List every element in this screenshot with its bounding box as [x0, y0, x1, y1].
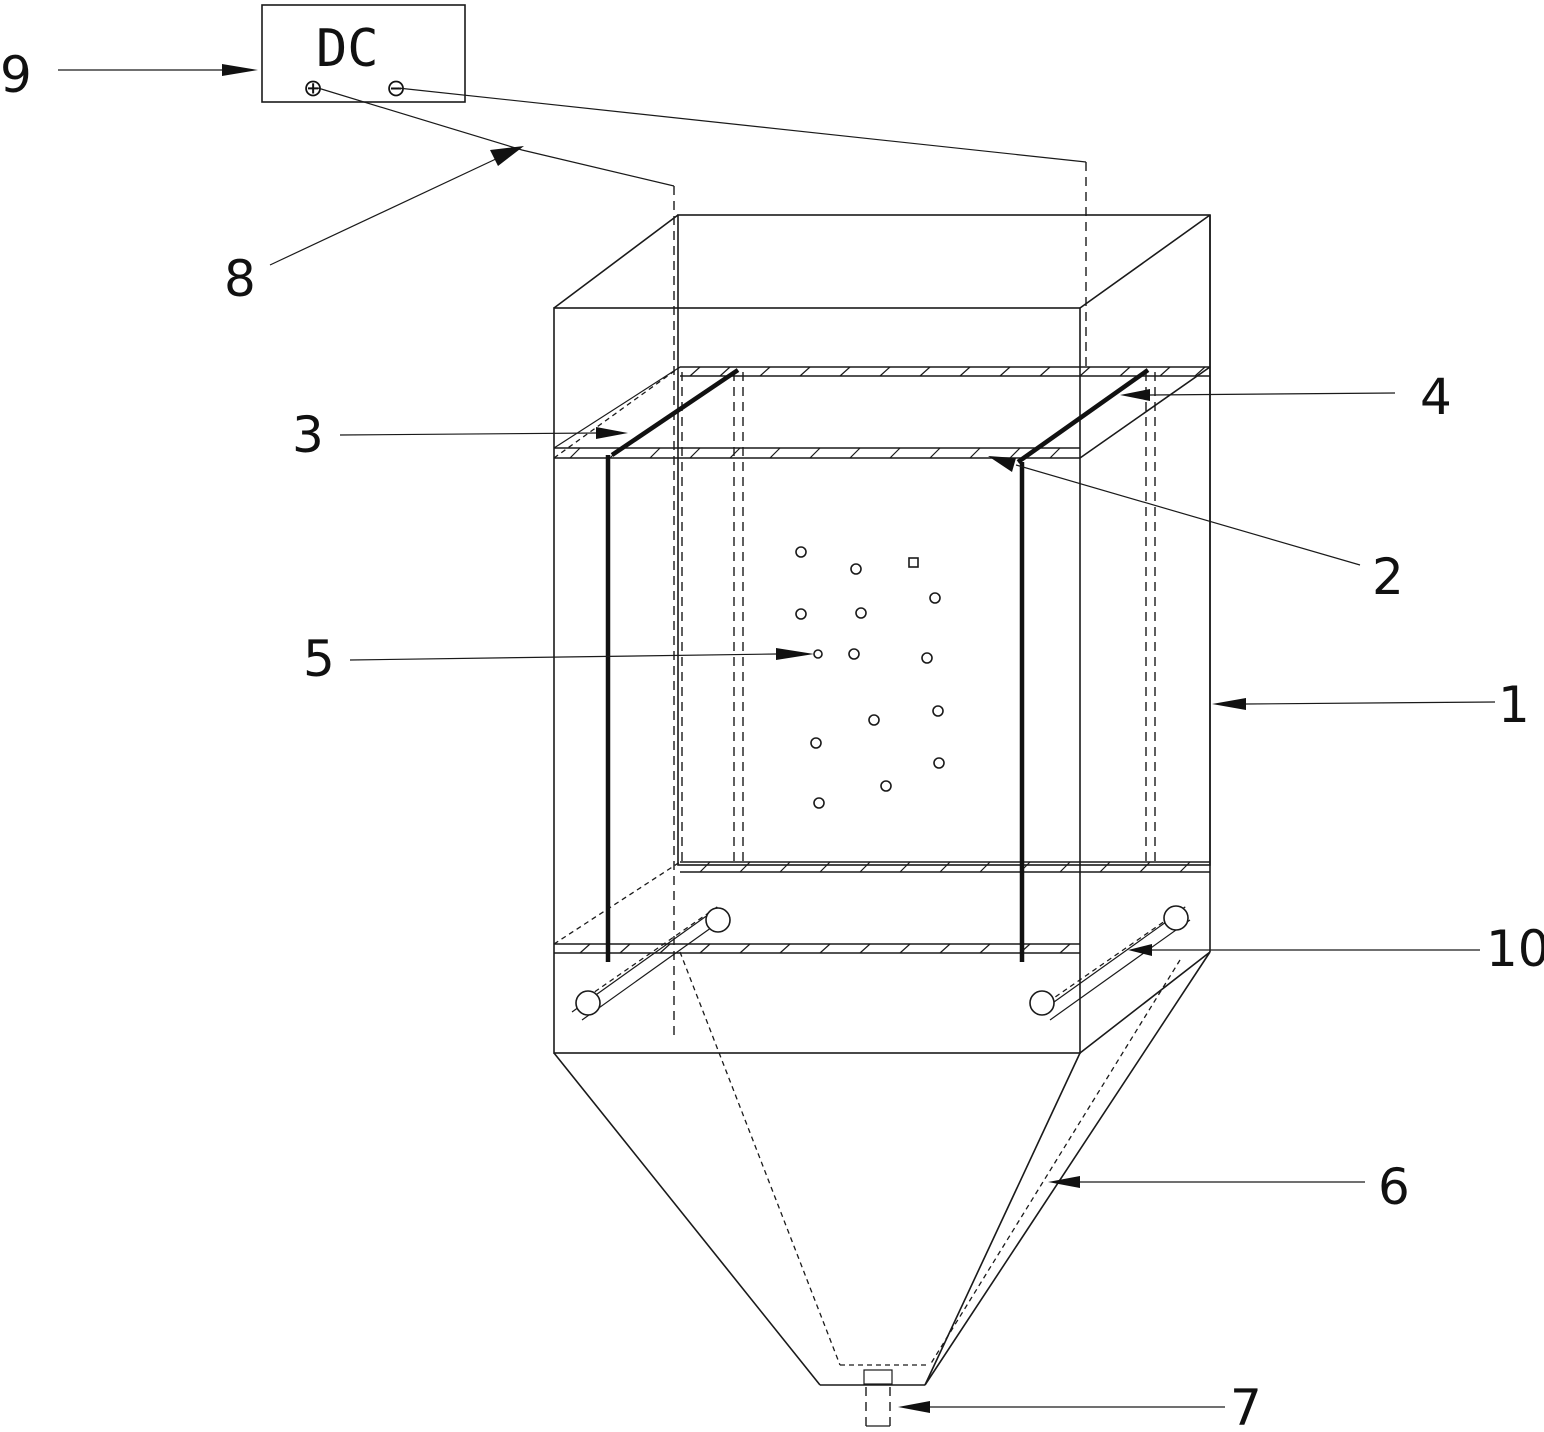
- wires: [317, 87, 1087, 1040]
- reactor-back-face: [677, 214, 1211, 866]
- hopper: [553, 951, 1211, 1386]
- negative-terminal: ⊖: [386, 74, 406, 102]
- aeration-pipes: [571, 904, 1191, 1021]
- dc-power-supply: DC ⊕ ⊖: [261, 4, 466, 103]
- particles: [795, 546, 945, 809]
- labels: 9 8 3 4 2 5 1 10 6 7: [0, 46, 1544, 1432]
- wire-negative: [397, 87, 1087, 163]
- label-6: 6: [1378, 1158, 1410, 1216]
- inner-dashed-frame: [681, 372, 1156, 866]
- positive-terminal: ⊕: [303, 74, 323, 102]
- label-5: 5: [303, 630, 335, 688]
- wire-positive: [317, 87, 675, 187]
- reactor-box: [553, 214, 1211, 1054]
- electrode-right-top: [1016, 368, 1150, 464]
- label-8: 8: [224, 250, 256, 308]
- label-9: 9: [0, 46, 32, 104]
- label-4: 4: [1420, 368, 1452, 426]
- label-2: 2: [1372, 548, 1404, 606]
- label-3: 3: [292, 406, 324, 464]
- outlet: [865, 1387, 891, 1427]
- dc-box-label: DC: [316, 19, 379, 79]
- label-10: 10: [1486, 920, 1544, 978]
- label-1: 1: [1498, 676, 1530, 734]
- reactor-front-face: [553, 307, 1081, 1054]
- lower-plate: [553, 861, 1210, 954]
- electrode-left-top: [610, 368, 740, 457]
- leader-lines: [58, 64, 1496, 1413]
- electrodes: [605, 368, 1150, 962]
- label-7: 7: [1230, 1379, 1262, 1432]
- upper-plate: [553, 366, 1211, 459]
